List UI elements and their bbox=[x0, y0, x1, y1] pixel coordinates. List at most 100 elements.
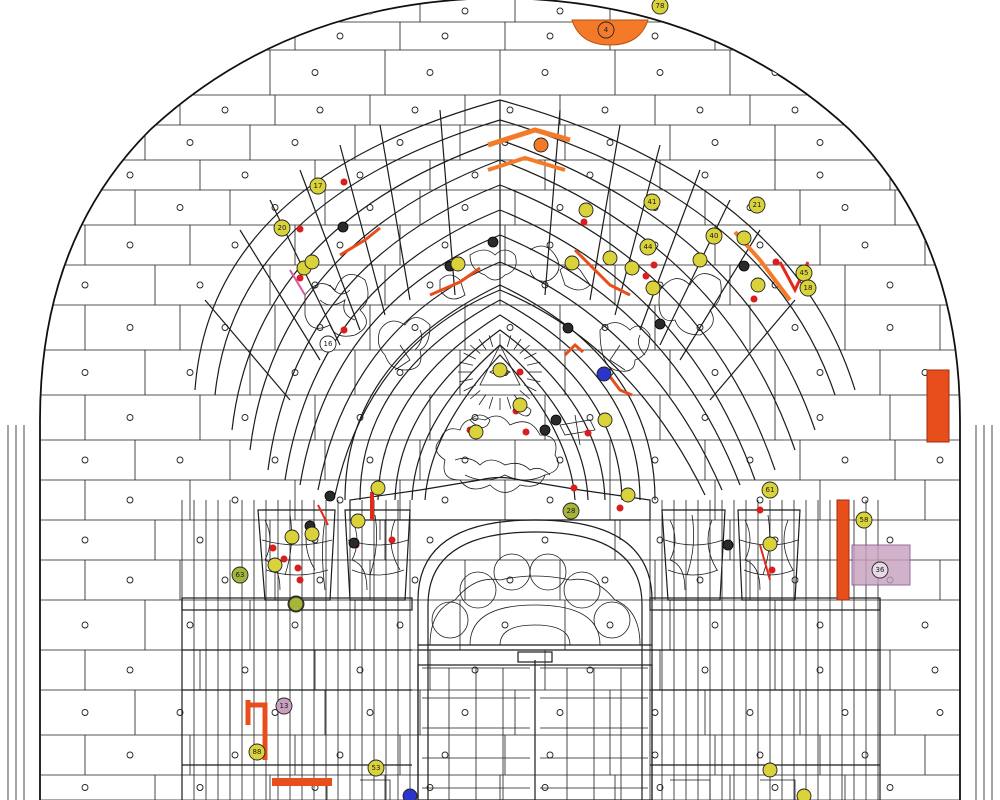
damage-dot bbox=[294, 564, 302, 572]
survey-hole bbox=[126, 576, 134, 584]
survey-hole bbox=[231, 751, 239, 759]
survey-hole bbox=[126, 241, 134, 249]
survey-hole bbox=[841, 204, 849, 211]
survey-hole bbox=[816, 666, 824, 674]
sunburst-ray bbox=[463, 384, 476, 392]
damage-dot bbox=[296, 225, 304, 233]
marker-label: 45 bbox=[800, 269, 809, 277]
survey-hole bbox=[411, 106, 419, 114]
survey-hole bbox=[441, 32, 449, 40]
sunburst-ray bbox=[470, 390, 481, 400]
survey-hole bbox=[696, 576, 704, 584]
survey-hole bbox=[176, 456, 184, 464]
door-panes bbox=[422, 667, 648, 800]
survey-marker-unlabeled bbox=[596, 366, 612, 382]
survey-hole bbox=[501, 621, 509, 629]
survey-marker-unlabeled bbox=[533, 137, 549, 153]
survey-hole bbox=[556, 456, 564, 464]
survey-hole bbox=[311, 69, 319, 76]
marker-44: 44 bbox=[639, 238, 657, 256]
survey-hole bbox=[861, 241, 869, 249]
survey-hole bbox=[81, 204, 89, 211]
survey-hole bbox=[81, 139, 89, 146]
damage-line-left-jamb-bottom bbox=[245, 700, 268, 760]
survey-hole bbox=[651, 709, 659, 716]
sunburst-ray bbox=[463, 352, 476, 360]
marker-20: 20 bbox=[273, 219, 291, 237]
sunburst-ray bbox=[488, 396, 494, 409]
survey-hole bbox=[746, 709, 754, 716]
marker-label: 40 bbox=[710, 232, 719, 240]
damage-line-archivolt-pink bbox=[289, 269, 306, 296]
survey-hole bbox=[546, 751, 554, 759]
survey-hole bbox=[271, 7, 279, 15]
survey-hole bbox=[746, 7, 754, 15]
marker-label: 16 bbox=[324, 340, 333, 348]
marker-label: 17 bbox=[314, 182, 323, 190]
marker-label: 58 bbox=[860, 516, 869, 524]
survey-hole bbox=[791, 106, 799, 114]
marker-label: 13 bbox=[280, 702, 289, 710]
survey-marker-unlabeled bbox=[578, 202, 594, 218]
survey-hole bbox=[231, 32, 239, 40]
survey-dot-black bbox=[550, 414, 562, 426]
survey-hole bbox=[471, 171, 479, 179]
survey-hole bbox=[606, 621, 614, 629]
marker-label: 28 bbox=[567, 507, 576, 515]
survey-marker-unlabeled bbox=[492, 362, 508, 378]
survey-hole bbox=[186, 621, 194, 629]
damage-area-bottom-left bbox=[272, 778, 332, 786]
damage-dot bbox=[269, 544, 277, 552]
survey-hole bbox=[176, 204, 184, 211]
sunburst-ray bbox=[478, 394, 487, 406]
survey-hole bbox=[756, 241, 764, 249]
survey-hole bbox=[816, 369, 824, 376]
survey-hole bbox=[931, 666, 939, 674]
sunburst-ray bbox=[506, 335, 512, 348]
survey-marker-unlabeled bbox=[512, 397, 528, 413]
survey-hole bbox=[556, 204, 564, 211]
survey-hole bbox=[186, 139, 194, 146]
capital-left-1 bbox=[257, 509, 336, 601]
survey-hole bbox=[336, 751, 344, 759]
survey-dot-black bbox=[738, 260, 750, 272]
damage-dot bbox=[340, 178, 348, 186]
survey-hole bbox=[656, 69, 664, 76]
survey-marker-unlabeled bbox=[692, 252, 708, 268]
damage-line-left-archivolt bbox=[339, 226, 381, 257]
survey-marker-unlabeled bbox=[267, 557, 283, 573]
damage-dot bbox=[756, 506, 764, 514]
survey-hole bbox=[221, 106, 229, 114]
survey-hole bbox=[861, 32, 869, 40]
survey-hole bbox=[816, 139, 824, 146]
survey-marker-unlabeled bbox=[762, 762, 778, 778]
survey-dot-black bbox=[487, 236, 499, 248]
sunburst-ray bbox=[526, 378, 541, 383]
survey-hole bbox=[967, 752, 973, 758]
marker-label: 18 bbox=[804, 284, 813, 292]
survey-hole bbox=[556, 709, 564, 716]
archivolt-sculpture bbox=[304, 245, 722, 372]
survey-hole bbox=[126, 171, 134, 179]
damage-dot bbox=[580, 218, 588, 226]
marker-63: 63 bbox=[231, 566, 249, 584]
survey-dot-black bbox=[654, 318, 666, 330]
survey-dot-black bbox=[722, 539, 734, 551]
survey-dot-black bbox=[348, 537, 360, 549]
survey-hole bbox=[936, 7, 944, 15]
survey-hole bbox=[921, 621, 929, 629]
survey-hole bbox=[336, 32, 344, 40]
survey-hole bbox=[81, 456, 89, 464]
sunburst-ray bbox=[478, 338, 487, 350]
survey-hole bbox=[461, 456, 469, 464]
damage-area-right-wall bbox=[926, 369, 950, 443]
damage-dot bbox=[522, 428, 530, 436]
survey-hole bbox=[886, 324, 894, 331]
survey-marker-unlabeled bbox=[736, 230, 752, 246]
survey-hole bbox=[126, 414, 134, 421]
survey-hole bbox=[841, 456, 849, 464]
damage-dot bbox=[516, 368, 524, 376]
survey-hole bbox=[231, 241, 239, 249]
survey-hole bbox=[441, 241, 449, 249]
